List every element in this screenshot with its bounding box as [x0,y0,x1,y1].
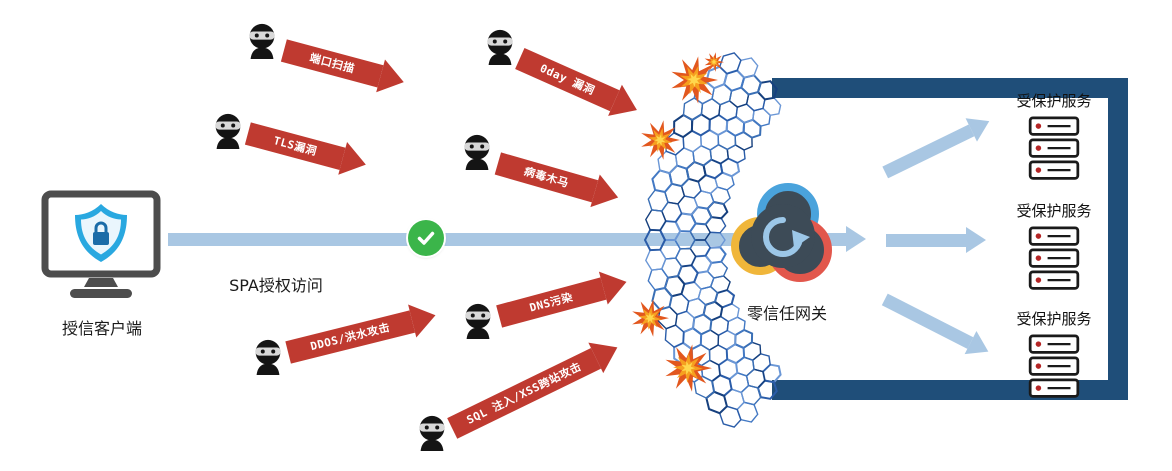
server-stack-icon [1028,334,1080,400]
hacker-icon [413,414,451,452]
service-arrow-head [966,227,986,253]
attack-label: 端口扫描 [308,51,357,76]
attack-arrow-shaft: SQL 注入/XSS跨站攻击 [446,347,601,439]
hacker-icon [459,302,497,340]
hacker-icon [209,112,247,150]
attack-arrow-dns: DNS污染 [495,265,631,332]
protected-service: 受保护服务 [989,90,1119,186]
attack-arrow-ddos: DDOS/洪水攻击 [284,298,440,369]
protected-service: 受保护服务 [989,308,1119,404]
attack-arrow-sql-xss: SQL 注入/XSS跨站攻击 [445,332,625,443]
attack-label: SQL 注入/XSS跨站攻击 [464,359,584,427]
attack-arrow-virus: 病毒木马 [493,147,623,214]
attack-label: 0day 漏洞 [537,61,597,98]
monitor-shield-icon [41,190,161,298]
check-circle-icon [408,220,444,256]
protected-service-label: 受保护服务 [1016,92,1092,110]
attack-arrow-shaft: 病毒木马 [494,151,599,202]
attack-arrow-shaft: DDOS/洪水攻击 [285,309,415,364]
attack-label: DNS污染 [528,290,575,315]
attack-label: TLS漏洞 [272,134,319,159]
hacker-icon [243,22,281,60]
attack-arrow-shaft: 0day 漏洞 [515,47,620,111]
client-label: 授信客户端 [61,319,142,338]
server-stack-icon [1028,116,1080,182]
zero-trust-gateway-icon [731,183,832,282]
gateway-label: 零信任网关 [746,304,827,323]
attack-arrow-tls: TLS漏洞 [244,117,371,181]
attack-arrow-0day: 0day 漏洞 [513,42,644,126]
protected-service: 受保护服务 [989,200,1119,296]
service-arrow-shaft [886,233,966,247]
server-stack-icon [1028,226,1080,292]
attack-arrow-shaft: TLS漏洞 [245,121,346,170]
spa-access-label: SPA授权访问 [229,276,323,295]
hacker-icon [458,133,496,171]
hacker-icon [481,28,519,66]
attack-arrow-shaft: 端口扫描 [281,38,384,87]
attack-arrow-port-scan: 端口扫描 [280,34,409,99]
spa-arrow-head [846,226,866,252]
attack-label: DDOS/洪水攻击 [309,320,392,354]
hacker-icon [249,338,287,376]
protected-service-label: 受保护服务 [1016,310,1092,328]
check-mark [417,231,435,245]
attack-arrow-shaft: DNS污染 [496,276,607,328]
service-arrow-middle [886,227,986,253]
attack-label: 病毒木马 [522,164,571,190]
protected-service-label: 受保护服务 [1016,202,1092,220]
